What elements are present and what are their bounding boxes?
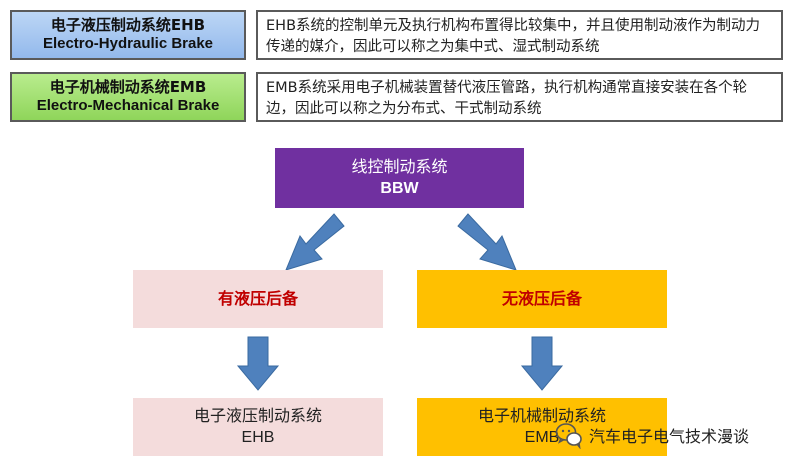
branch-with-hydraulic-backup: 有液压后备 [133,270,383,328]
result-ehb-zh: 电子液压制动系统 [193,406,322,426]
ehb-label-box: 电子液压制动系统EHB Electro-Hydraulic Brake [10,10,246,60]
result-emb-zh: 电子机械制动系统 [477,406,606,426]
emb-description: EMB系统采用电子机械装置替代液压管路，执行机构通常直接安装在各个轮边，因此可以… [256,72,783,122]
watermark: 汽车电子电气技术漫谈 [555,420,749,450]
result-ehb-node: 电子液压制动系统 EHB [133,398,383,456]
bbw-root-node: 线控制动系统 BBW [275,148,524,208]
result-emb-en: EMB [524,429,560,446]
ehb-description: EHB系统的控制单元及执行机构布置得比较集中，并且使用制动液作为制动力传递的媒介… [256,10,783,60]
branch-without-hydraulic-backup: 无液压后备 [417,270,667,328]
emb-name-zh: 电子机械制动系统EMB [49,78,207,97]
branch-left-label: 有液压后备 [217,289,298,309]
bbw-title-zh: 线控制动系统 [351,157,448,177]
emb-label-box: 电子机械制动系统EMB Electro-Mechanical Brake [10,72,246,122]
arrow-down-icon [520,336,564,391]
wechat-logo-icon [555,423,582,449]
result-emb-node: 电子机械制动系统 EMB [417,398,667,456]
branch-right-label: 无液压后备 [501,289,582,309]
watermark-text: 汽车电子电气技术漫谈 [589,427,750,446]
ehb-name-en: Electro-Hydraulic Brake [42,35,214,52]
arrow-down-left-icon [285,213,345,271]
arrow-down-icon [236,336,280,391]
bbw-title-en: BBW [380,180,419,197]
ehb-name-zh: 电子液压制动系统EHB [50,16,206,35]
arrow-down-right-icon [457,213,517,271]
emb-name-en: Electro-Mechanical Brake [36,97,220,114]
result-ehb-en: EHB [241,429,275,446]
